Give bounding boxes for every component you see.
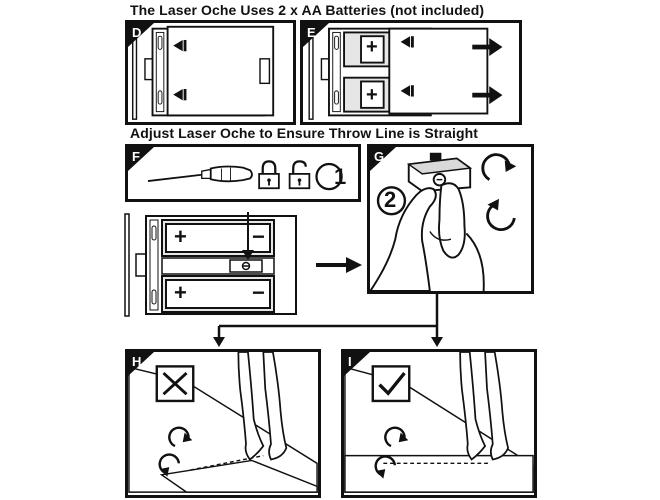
screwdriver-icon: [147, 165, 253, 183]
cross-icon: [162, 372, 188, 396]
padlock-locked-icon: [258, 160, 280, 190]
laser-oche-open-device: + − + −: [120, 212, 302, 318]
step-one-badge: [315, 162, 343, 191]
cross-icon-frame: [155, 365, 195, 403]
step-two-badge: [376, 186, 407, 216]
panel-f: 1 F: [125, 144, 361, 202]
rotate-clockwise-icon: [168, 426, 190, 448]
battery-compartment-open-drawing: [308, 24, 503, 120]
adjusting-screw-drawing: [370, 152, 517, 291]
step-one-number: 1: [334, 164, 347, 189]
straight-throw-line-drawing: [344, 352, 534, 493]
panel-d-letter: D: [132, 25, 142, 40]
panel-e-tag: E: [303, 23, 329, 47]
panel-d: D: [125, 20, 296, 125]
arrow-right-icon: [316, 257, 362, 273]
panel-h-tag: H: [128, 352, 154, 376]
minus-label-f1: −: [252, 224, 265, 249]
panel-e-letter: E: [307, 25, 316, 40]
plus-label-e1: +: [366, 36, 378, 58]
panel-f-letter: F: [132, 149, 140, 164]
batteries-heading: The Laser Oche Uses 2 x AA Batteries (no…: [130, 2, 485, 18]
plus-label-f2: +: [174, 280, 187, 305]
adjust-heading: Adjust Laser Oche to Ensure Throw Line i…: [130, 125, 479, 141]
plus-label-e2: +: [366, 84, 378, 106]
panel-g: 2 G: [367, 144, 534, 294]
panel-h-letter: H: [132, 354, 142, 369]
check-icon-frame: [371, 365, 411, 403]
plus-label-f1: +: [174, 224, 187, 249]
panel-i-tag: I: [344, 352, 370, 376]
panel-i: I: [341, 349, 537, 498]
panel-e: + + E: [300, 20, 522, 125]
minus-label-f2: −: [252, 280, 265, 305]
rotate-counterclockwise-icon: [486, 198, 516, 231]
check-icon: [378, 372, 406, 396]
panel-h: H: [125, 349, 321, 498]
battery-compartment-closed-drawing: [132, 24, 275, 120]
rotate-clockwise-icon: [481, 153, 517, 181]
padlock-unlocked-icon: [288, 160, 311, 190]
panel-g-tag: G: [370, 147, 396, 171]
panel-f-tag: F: [128, 147, 154, 171]
screwdriver-and-locks-drawing: [147, 160, 343, 191]
panel-d-tag: D: [128, 23, 154, 47]
panel-g-letter: G: [374, 149, 385, 164]
panel-i-letter: I: [348, 354, 352, 369]
step-two-number: 2: [384, 187, 397, 212]
arrow-right-icon: [472, 44, 492, 50]
rotate-clockwise-icon: [384, 426, 406, 448]
crooked-throw-line-drawing: [128, 352, 318, 493]
